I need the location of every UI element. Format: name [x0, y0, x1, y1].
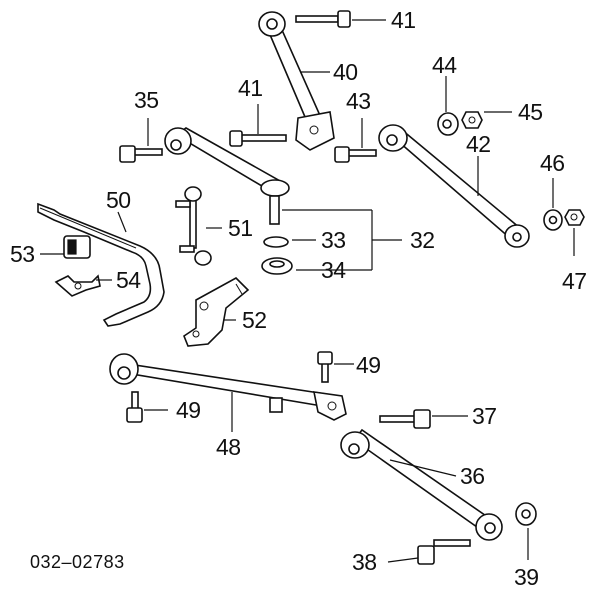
- part-54-bracket: [54, 274, 101, 297]
- diagram-reference-number: 032–02783: [30, 552, 125, 572]
- callout-39: 39: [514, 564, 539, 590]
- callout-54: 54: [116, 267, 141, 293]
- callout-44: 44: [432, 52, 457, 78]
- part-41-bolt-middle: [229, 130, 287, 147]
- callout-49-upper: 49: [356, 352, 381, 378]
- part-47-nut: [564, 209, 585, 226]
- part-49-bolt-upper: [317, 351, 333, 383]
- part-46-bushing: [543, 209, 563, 231]
- callout-37: 37: [472, 403, 497, 429]
- part-43-bolt: [334, 146, 377, 163]
- callout-46: 46: [540, 150, 565, 176]
- callout-52: 52: [242, 307, 267, 333]
- part-upper-arm-left: [164, 127, 290, 197]
- part-35-bolt: [119, 145, 163, 163]
- part-36-arm: [340, 428, 503, 541]
- callout-34: 34: [321, 257, 346, 283]
- callout-36: 36: [460, 463, 485, 489]
- leader-lines: [40, 19, 575, 563]
- part-45-nut: [461, 111, 483, 129]
- callout-45: 45: [518, 99, 543, 125]
- callout-40: 40: [333, 59, 358, 85]
- part-52-bracket: [183, 277, 250, 347]
- callout-47: 47: [562, 268, 587, 294]
- part-44-bushing: [437, 112, 459, 136]
- part-42-arm: [378, 124, 530, 248]
- callout-53: 53: [10, 241, 35, 267]
- callout-33: 33: [321, 227, 346, 253]
- part-37-bolt: [379, 409, 431, 429]
- callout-51: 51: [228, 215, 253, 241]
- callout-42: 42: [466, 131, 491, 157]
- callout-32: 32: [410, 227, 435, 253]
- callout-49-lower: 49: [176, 397, 201, 423]
- part-48-lower-arm: [109, 353, 347, 421]
- part-51-link: [175, 186, 212, 266]
- callout-41-top: 41: [391, 7, 416, 33]
- callout-50: 50: [106, 187, 131, 213]
- callout-43: 43: [346, 88, 371, 114]
- part-41-bolt-top: [295, 10, 351, 28]
- part-32-assembly: [261, 195, 293, 275]
- callout-41-middle: 41: [238, 75, 263, 101]
- part-49-bolt-lower: [126, 391, 143, 423]
- callout-38: 38: [352, 549, 377, 575]
- part-50-stabilizer-bar: [37, 202, 165, 327]
- callout-35: 35: [134, 87, 159, 113]
- callout-48: 48: [216, 434, 241, 460]
- part-40-upper-link: [258, 11, 335, 151]
- part-53-bushing: [63, 235, 91, 259]
- part-38-bolt: [417, 539, 471, 565]
- part-39-bushing: [515, 502, 537, 526]
